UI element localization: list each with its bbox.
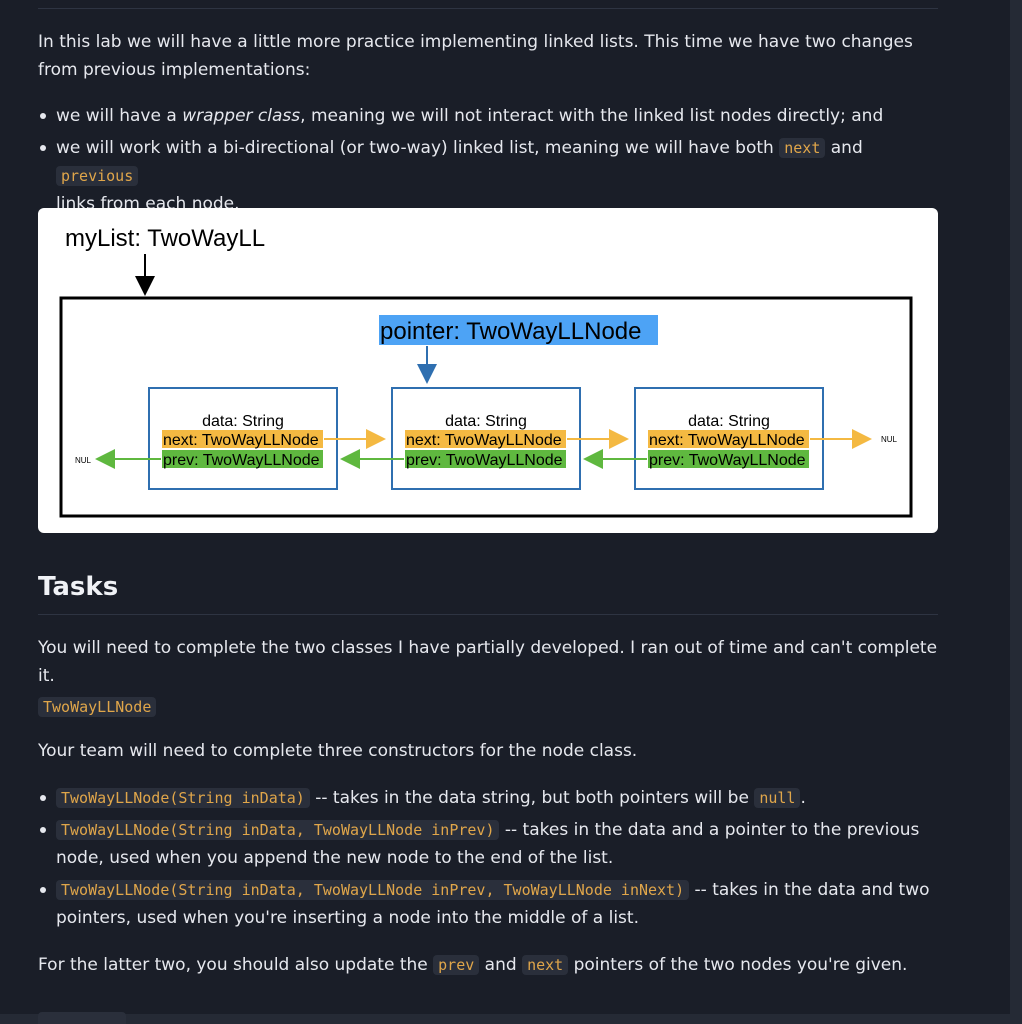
constructor-item-3: TwoWayLLNode(String inData, TwoWayLLNode… [38,876,938,932]
node-1-next-bg [162,430,323,448]
node-3-prev: prev: TwoWayLLNode [649,452,806,469]
constructors-list: TwoWayLLNode(String inData) -- takes in … [38,784,938,932]
intro-bullets: we will have a wrapper class, meaning we… [38,102,938,218]
constructor-2-code: TwoWayLLNode(String inData, TwoWayLLNode… [56,820,500,840]
null-code: null [754,788,801,808]
node-3-prev-bg [648,450,809,468]
constructor-item-1: TwoWayLLNode(String inData) -- takes in … [38,784,938,812]
node-2-next: next: TwoWayLLNode [406,432,562,449]
code-next: next [779,138,826,158]
list-label: myList: TwoWayLL [65,225,265,252]
pointer-highlight [379,315,658,345]
wrapper-class-emphasis: wrapper class [182,106,301,126]
linked-list-diagram: myList: TwoWayLL pointer: TwoWayLLNode d… [38,208,938,533]
constructor-3-code: TwoWayLLNode(String inData, TwoWayLLNode… [56,880,690,900]
node-3-next-bg [648,430,809,448]
diagram-svg: myList: TwoWayLL pointer: TwoWayLLNode d… [59,225,913,518]
top-divider [38,8,938,9]
bullet-wrapper-class: we will have a wrapper class, meaning we… [38,102,938,130]
constructor-item-2: TwoWayLLNode(String inData, TwoWayLLNode… [38,816,938,872]
node-3-next: next: TwoWayLLNode [649,432,805,449]
node-2: data: String next: TwoWayLLNode prev: Tw… [391,387,581,490]
code-prev: prev [433,955,480,975]
window-edge-bottom [0,1014,1022,1024]
tasks-heading: Tasks [38,572,119,602]
pointer-label: pointer: TwoWayLLNode [380,318,641,345]
constructors-intro: Your team will need to complete three co… [38,741,638,761]
class-name-line: TwoWayLLNode [38,693,157,721]
node-2-prev: prev: TwoWayLLNode [406,452,563,469]
tasks-paragraph: You will need to complete the two classe… [38,638,938,686]
code-next-2: next [522,955,569,975]
tasks-divider [38,614,938,615]
class-name-code: TwoWayLLNode [38,697,157,717]
node-2-next-bg [405,430,566,448]
constructor-1-code: TwoWayLLNode(String inData) [56,788,310,808]
bullet-bidirectional: we will work with a bi-directional (or t… [38,134,938,218]
next-code-block-edge [38,1012,126,1024]
node-2-data: data: String [445,413,527,430]
latter-paragraph: For the latter two, you should also upda… [38,955,908,975]
node-1-data: data: String [202,413,284,430]
null-left: NUL [75,456,92,465]
null-right: NUL [881,435,898,444]
code-previous: previous [56,166,139,186]
intro-paragraph: In this lab we will have a little more p… [38,32,913,80]
window-edge-right [1010,0,1022,1024]
node-3-data: data: String [688,413,770,430]
node-1: data: String next: TwoWayLLNode prev: Tw… [148,387,338,490]
node-1-prev-bg [162,450,323,468]
node-2-prev-bg [405,450,566,468]
node-1-next: next: TwoWayLLNode [163,432,319,449]
node-3: data: String next: TwoWayLLNode prev: Tw… [634,387,824,490]
node-1-prev: prev: TwoWayLLNode [163,452,320,469]
